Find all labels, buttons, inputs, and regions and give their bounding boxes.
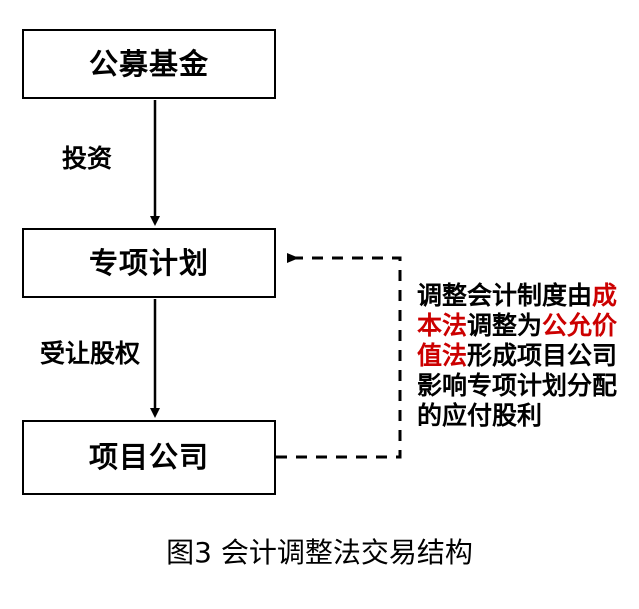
edge-label-invest: 投资 — [62, 144, 113, 173]
node-project-company[interactable]: 项目公司 — [22, 420, 276, 495]
annotation-line: 值法形成项目公司 — [417, 341, 632, 371]
annotation-highlight-text: 成 — [592, 281, 618, 310]
annotation-highlight-text: 本法 — [417, 311, 468, 340]
figure-caption: 图3 会计调整法交易结构 — [166, 536, 473, 569]
annotation-plain-text: 形成项目公司 — [467, 341, 618, 370]
annotation-line: 影响专项计划分配 — [417, 371, 632, 401]
node-public-fund-label: 公募基金 — [88, 46, 209, 81]
node-public-fund[interactable]: 公募基金 — [22, 29, 276, 99]
annotation-highlight-text: 值法 — [417, 341, 468, 370]
annotation-line: 本法调整为公允价 — [417, 311, 632, 341]
node-special-plan-label: 专项计划 — [88, 245, 209, 280]
annotation-plain-text: 影响专项计划分配 — [417, 371, 618, 400]
node-special-plan[interactable]: 专项计划 — [22, 228, 276, 298]
annotation-line: 的应付股利 — [417, 401, 632, 431]
annotation-plain-text: 调整为 — [467, 311, 543, 340]
annotation-note: 调整会计制度由成本法调整为公允价值法形成项目公司影响专项计划分配的应付股利 — [417, 281, 632, 431]
annotation-plain-text: 的应付股利 — [417, 401, 543, 430]
annotation-plain-text: 调整会计制度由 — [417, 281, 593, 310]
annotation-highlight-text: 公允价 — [542, 311, 618, 340]
edge-label-equity: 受让股权 — [40, 339, 141, 368]
node-project-company-label: 项目公司 — [88, 440, 209, 474]
annotation-line: 调整会计制度由成 — [417, 281, 632, 311]
edge-feedback-dashed-line — [276, 253, 402, 459]
